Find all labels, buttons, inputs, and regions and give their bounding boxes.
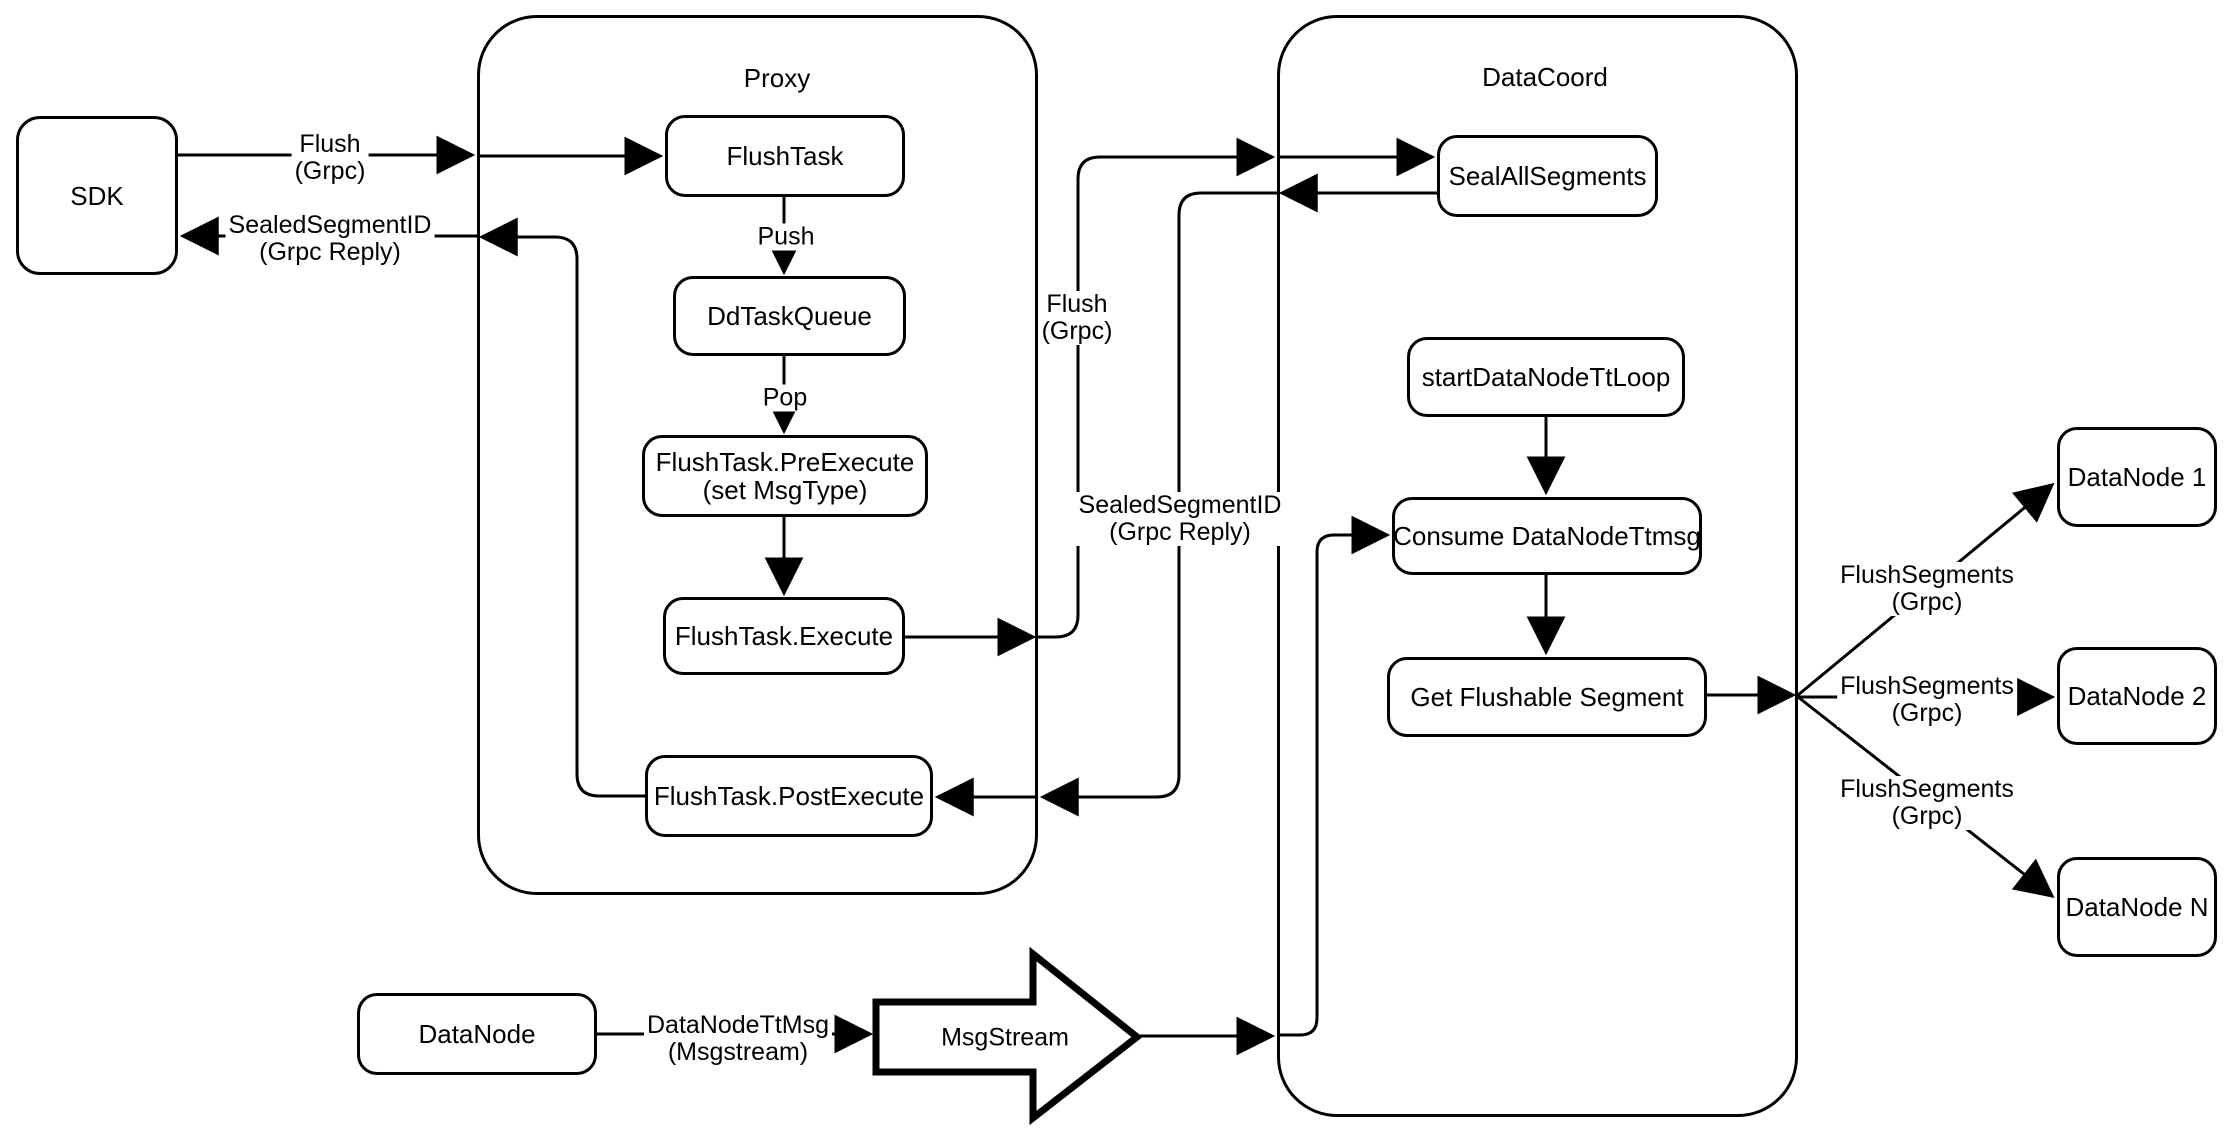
get-flushable-segment-node-label: Get Flushable Segment [1410,682,1684,712]
post-execute-node: FlushTask.PostExecute [645,755,933,837]
sealed-segment-label-sdk-line1: SealedSegmentID [228,211,432,239]
flushsegments-label-2: FlushSegments (Grpc) [1837,673,2017,727]
pre-execute-node-line1: FlushTask.PreExecute [655,447,915,477]
proxy-container [477,15,1038,895]
flushsegments-label-1-line2: (Grpc) [1891,588,1963,616]
datanode-n-node-label: DataNode N [2065,892,2209,922]
sealed-segment-label-datacoord-line2: (Grpc Reply) [1109,518,1251,546]
datanode-2-node-label: DataNode 2 [2067,681,2207,711]
datanode-node-label: DataNode [418,1019,536,1049]
flush-grpc-label-sdk: Flush (Grpc) [291,130,369,185]
sealed-segment-label-datacoord: SealedSegmentID (Grpc Reply) [1075,491,1285,546]
consume-datanode-ttmsg-node-label: Consume DataNodeTtmsg [1393,521,1701,551]
push-label: Push [754,223,818,251]
sdk-node: SDK [16,116,178,275]
datanode-ttmsg-label: DataNodeTtMsg (Msgstream) [643,1011,833,1066]
flushsegments-label-3-line1: FlushSegments [1840,775,2014,803]
sealed-segment-label-sdk: SealedSegmentID (Grpc Reply) [225,211,435,266]
proxy-container-title: Proxy [743,63,811,93]
flush-grpc-label-sdk-line1: Flush [299,130,361,158]
sealed-segment-label-datacoord-line1: SealedSegmentID [1078,491,1282,519]
flush-task-node-label: FlushTask [726,141,844,171]
datacoord-container-title: DataCoord [1482,62,1608,92]
datanode-ttmsg-label-line2: (Msgstream) [667,1038,809,1066]
msgstream-arrow-shape [872,946,1143,1126]
msgstream-arrow-label: MsgStream [941,1023,1069,1052]
seal-all-segments-node-label: SealAllSegments [1448,161,1647,191]
flushsegments-label-1-line1: FlushSegments [1840,561,2014,589]
datacoord-container [1277,15,1798,1117]
flush-grpc-label-datacoord-line2: (Grpc) [1041,317,1113,345]
edge-postexecute-to-proxy-edge [478,217,645,798]
flushsegments-label-2-line2: (Grpc) [1891,699,1963,727]
datanode-1-node-label: DataNode 1 [2067,462,2207,492]
pre-execute-node: FlushTask.PreExecute (set MsgType) [642,435,928,517]
pre-execute-node-line2: (set MsgType) [702,475,868,505]
dd-task-queue-node: DdTaskQueue [673,276,906,356]
start-datanode-tt-loop-node-label: startDataNodeTtLoop [1421,362,1671,392]
datanode-n-node: DataNode N [2057,857,2217,957]
flushsegments-label-1: FlushSegments (Grpc) [1837,562,2017,616]
dd-task-queue-node-label: DdTaskQueue [707,301,872,331]
datanode-1-node: DataNode 1 [2057,427,2217,527]
post-execute-node-label: FlushTask.PostExecute [653,781,925,811]
pop-label: Pop [759,384,811,412]
datanode-2-node: DataNode 2 [2057,647,2217,745]
get-flushable-segment-node: Get Flushable Segment [1387,657,1707,737]
flush-task-node: FlushTask [665,115,905,197]
flush-grpc-label-datacoord: Flush (Grpc) [1038,290,1116,345]
datanode-node: DataNode [357,993,597,1075]
edge-flush-to-datacoord-edge [1038,137,1276,639]
execute-node: FlushTask.Execute [663,597,905,675]
start-datanode-tt-loop-node: startDataNodeTtLoop [1407,337,1685,417]
execute-node-label: FlushTask.Execute [674,621,894,651]
sealed-segment-label-sdk-line2: (Grpc Reply) [259,238,401,266]
seal-all-segments-node: SealAllSegments [1437,135,1658,217]
flushsegments-label-3-line2: (Grpc) [1891,802,1963,830]
datanode-ttmsg-label-line1: DataNodeTtMsg [646,1011,830,1039]
sdk-node-label: SDK [70,180,124,211]
flush-grpc-label-sdk-line2: (Grpc) [294,157,366,185]
flushsegments-label-3: FlushSegments (Grpc) [1837,776,2017,830]
consume-datanode-ttmsg-node: Consume DataNodeTtmsg [1392,497,1702,575]
flushsegments-label-2-line1: FlushSegments [1840,672,2014,700]
flush-grpc-label-datacoord-line1: Flush [1046,290,1108,318]
edge-into-consume [1277,515,1391,1037]
